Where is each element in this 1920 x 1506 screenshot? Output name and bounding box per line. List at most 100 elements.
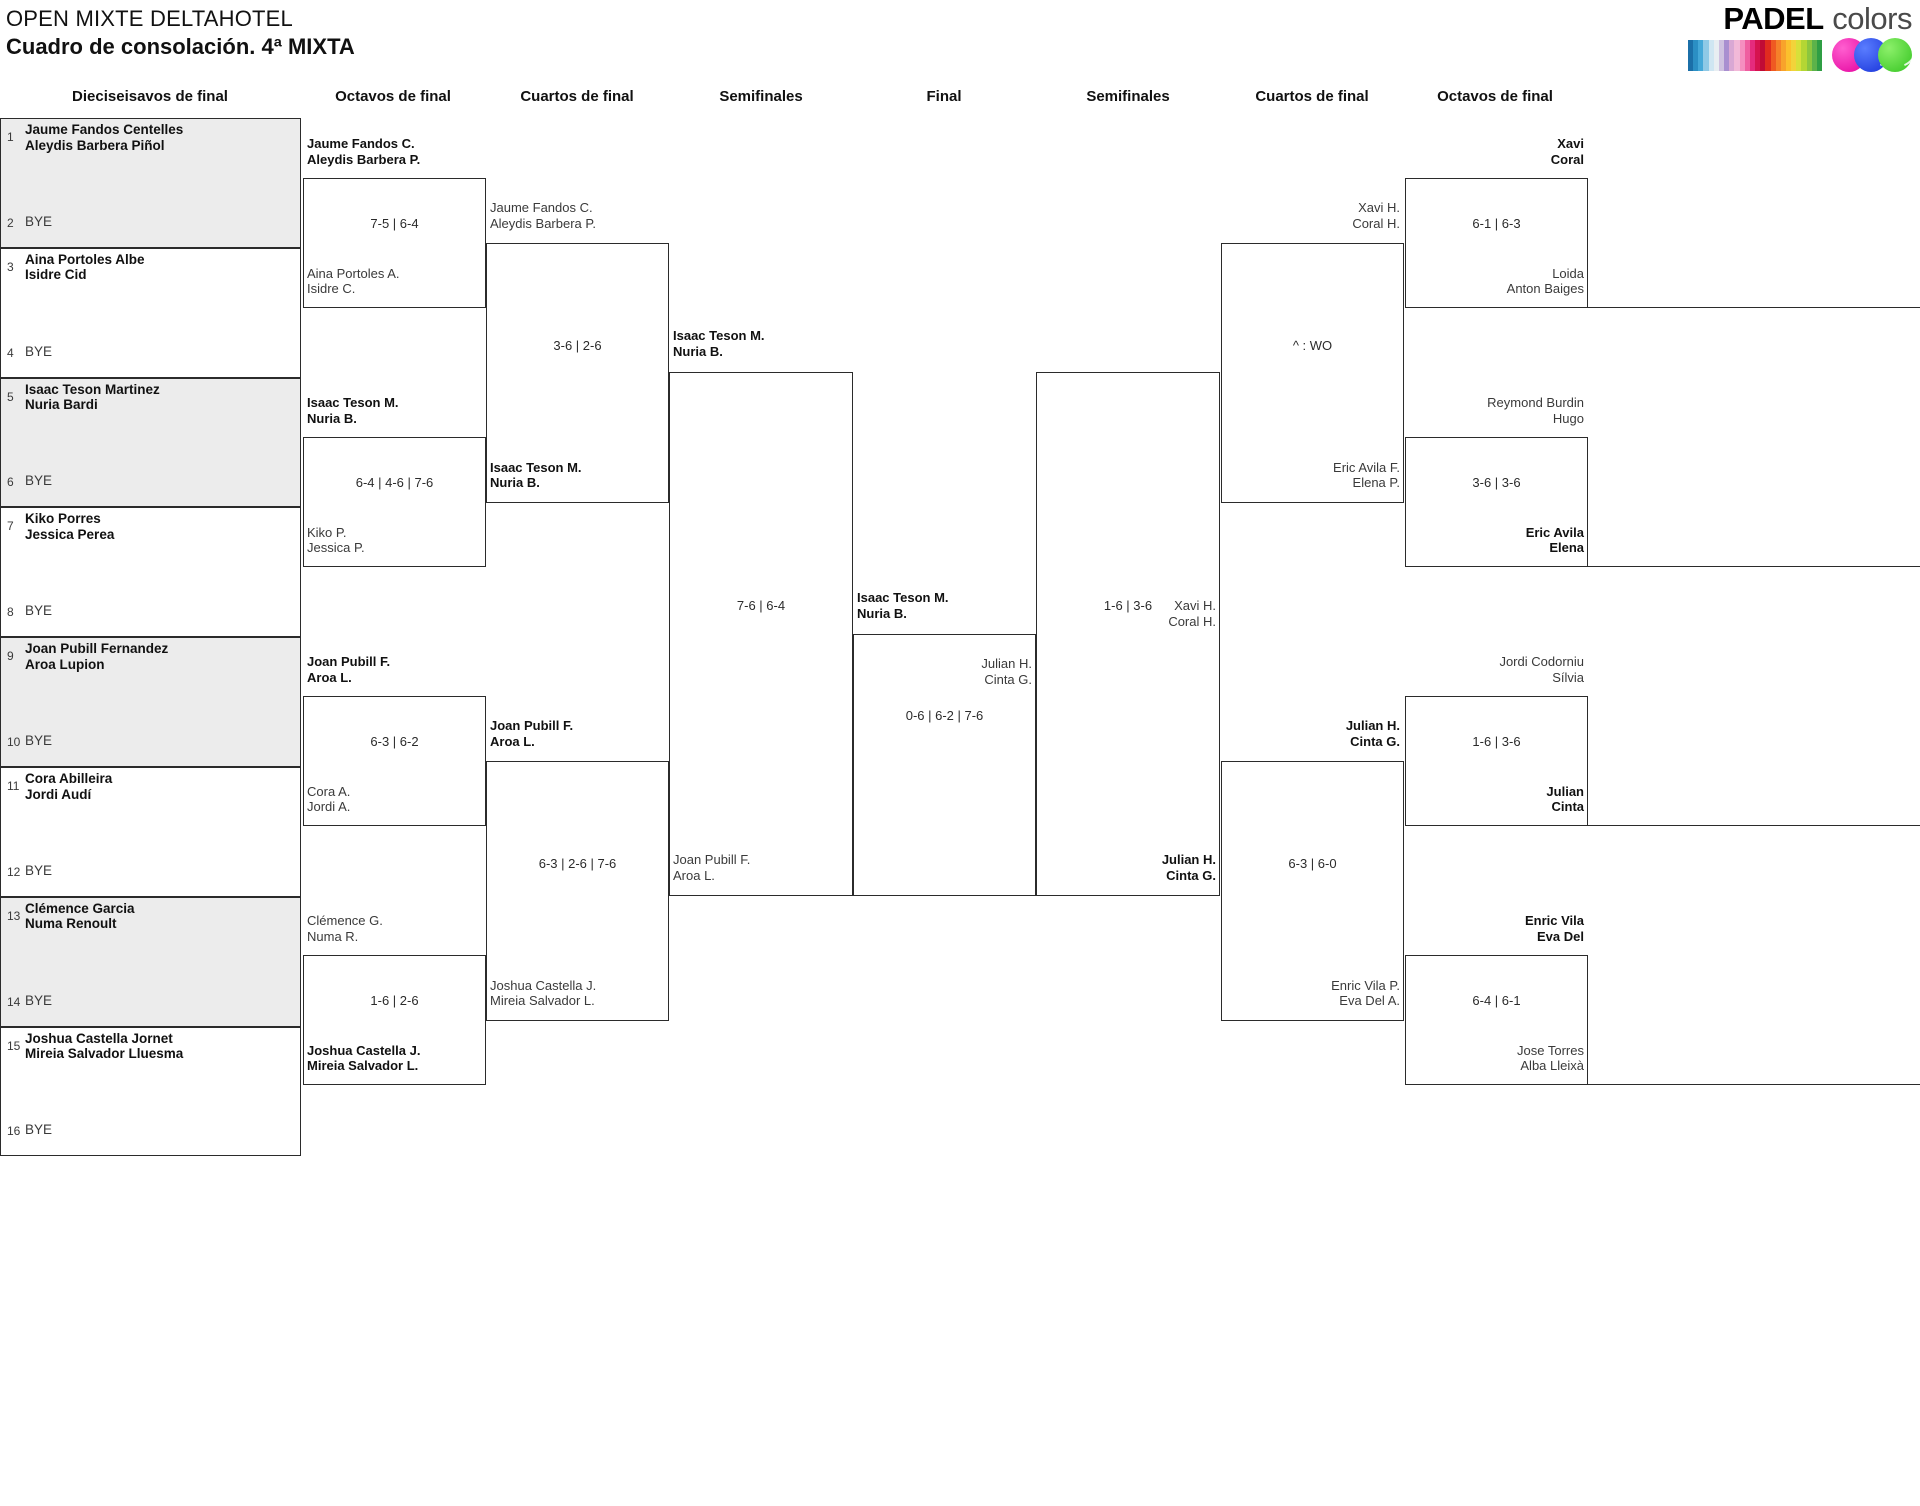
round-header-qf_right: Cuartos de final xyxy=(1255,88,1369,105)
logo-tennis-balls xyxy=(1832,37,1914,73)
player-2: Cinta G. xyxy=(984,671,1032,687)
match-box-r8-left-4[interactable] xyxy=(303,955,486,1085)
score-qf-left-1: 3-6 | 2-6 xyxy=(553,338,602,353)
seed-bye-label: BYE xyxy=(25,343,53,359)
player-2: Elena xyxy=(1549,540,1584,556)
player-1: Xavi H. xyxy=(1358,200,1400,215)
team-r8-left-4-top: Clémence G.Numa R. xyxy=(307,913,383,944)
score-qf-right-1: ^ : WO xyxy=(1292,338,1333,353)
player-1: Kiko P. xyxy=(307,524,347,540)
match-box-final[interactable] xyxy=(853,634,1036,896)
seed-player-2: Numa Renoult xyxy=(25,916,117,932)
match-box-sf-left-1[interactable] xyxy=(669,372,853,896)
logo-bar-21 xyxy=(1796,40,1802,71)
player-1: Reymond Burdin xyxy=(1487,395,1584,410)
seed-player-2: Aleydis Barbera Piñol xyxy=(25,137,165,153)
logo-brand-colors: colors xyxy=(1832,1,1912,36)
seed-player-2: Aroa Lupion xyxy=(25,656,105,672)
player-1: Enric Vila xyxy=(1524,913,1584,928)
seed-number: 11 xyxy=(7,779,20,793)
player-2: Aroa L. xyxy=(490,733,535,749)
player-2: Hugo xyxy=(1552,410,1584,426)
player-1: Joshua Castella J. xyxy=(307,1042,421,1058)
player-2: Cinta G. xyxy=(1166,867,1216,883)
player-2: Alba Lleixà xyxy=(1520,1058,1584,1074)
player-1: Julian xyxy=(1546,783,1584,799)
match-box-r8-right-2[interactable] xyxy=(1405,437,1588,567)
logo-bar-0 xyxy=(1688,40,1694,71)
player-1: Aina Portoles A. xyxy=(307,265,400,281)
logo-bar-9 xyxy=(1734,40,1740,71)
team-r8-left-4-bottom: Joshua Castella J.Mireia Salvador L. xyxy=(307,1043,420,1074)
match-box-qf-left-1[interactable] xyxy=(486,243,669,503)
round-header-sf_right: Semifinales xyxy=(1086,88,1170,105)
score-r8-left-4: 1-6 | 2-6 xyxy=(370,993,419,1008)
match-box-r8-left-1[interactable] xyxy=(303,178,486,308)
seed-number: 10 xyxy=(7,735,21,750)
player-1: Julian H. xyxy=(1345,718,1400,733)
team-r8-left-2-bottom: Kiko P.Jessica P. xyxy=(307,525,365,556)
seed-player-2: Mireia Salvador Lluesma xyxy=(25,1046,184,1062)
seed-player-2: Jessica Perea xyxy=(25,526,115,542)
team-r8-left-1-top: Jaume Fandos C.Aleydis Barbera P. xyxy=(307,136,420,167)
round-header-r16_left: Dieciseisavos de final xyxy=(72,88,228,105)
score-r8-right-1: 6-1 | 6-3 xyxy=(1472,216,1521,231)
match-box-r8-right-3[interactable] xyxy=(1405,696,1588,826)
seed-number: 5 xyxy=(7,389,14,404)
match-box-r8-right-1[interactable] xyxy=(1405,178,1588,308)
seed-player-1: Joan Pubill Fernandez xyxy=(25,641,169,657)
logo-bar-15 xyxy=(1765,40,1771,71)
match-box-r8-left-2[interactable] xyxy=(303,437,486,567)
match-box-r8-right-4[interactable] xyxy=(1405,955,1588,1085)
logo-bar-14 xyxy=(1760,40,1766,71)
seed-player-1: Isaac Teson Martinez xyxy=(25,381,160,397)
logo-bar-3 xyxy=(1703,40,1709,71)
logo-bar-16 xyxy=(1770,40,1776,71)
match-box-r8-left-3[interactable] xyxy=(303,696,486,826)
team-qf-left-2-top: Joan Pubill F.Aroa L. xyxy=(490,718,573,749)
match-box-qf-right-2[interactable] xyxy=(1221,761,1404,1021)
logo-bar-7 xyxy=(1724,40,1730,71)
match-box-qf-left-2[interactable] xyxy=(486,761,669,1021)
player-2: Nuria B. xyxy=(307,410,357,426)
match-box-sf-right-1[interactable] xyxy=(1036,372,1220,896)
seed-player-1: Joshua Castella Jornet xyxy=(25,1030,173,1046)
player-2: Coral H. xyxy=(1352,215,1400,231)
match-box-qf-right-1[interactable] xyxy=(1221,243,1404,503)
player-2: Aleydis Barbera P. xyxy=(307,151,421,167)
player-1: Jaume Fandos C. xyxy=(490,200,593,215)
seed-number: 1 xyxy=(7,130,14,144)
seed-bye-label: BYE xyxy=(25,1122,53,1138)
player-1: Isaac Teson M. xyxy=(673,328,765,343)
player-2: Jessica P. xyxy=(307,540,365,556)
